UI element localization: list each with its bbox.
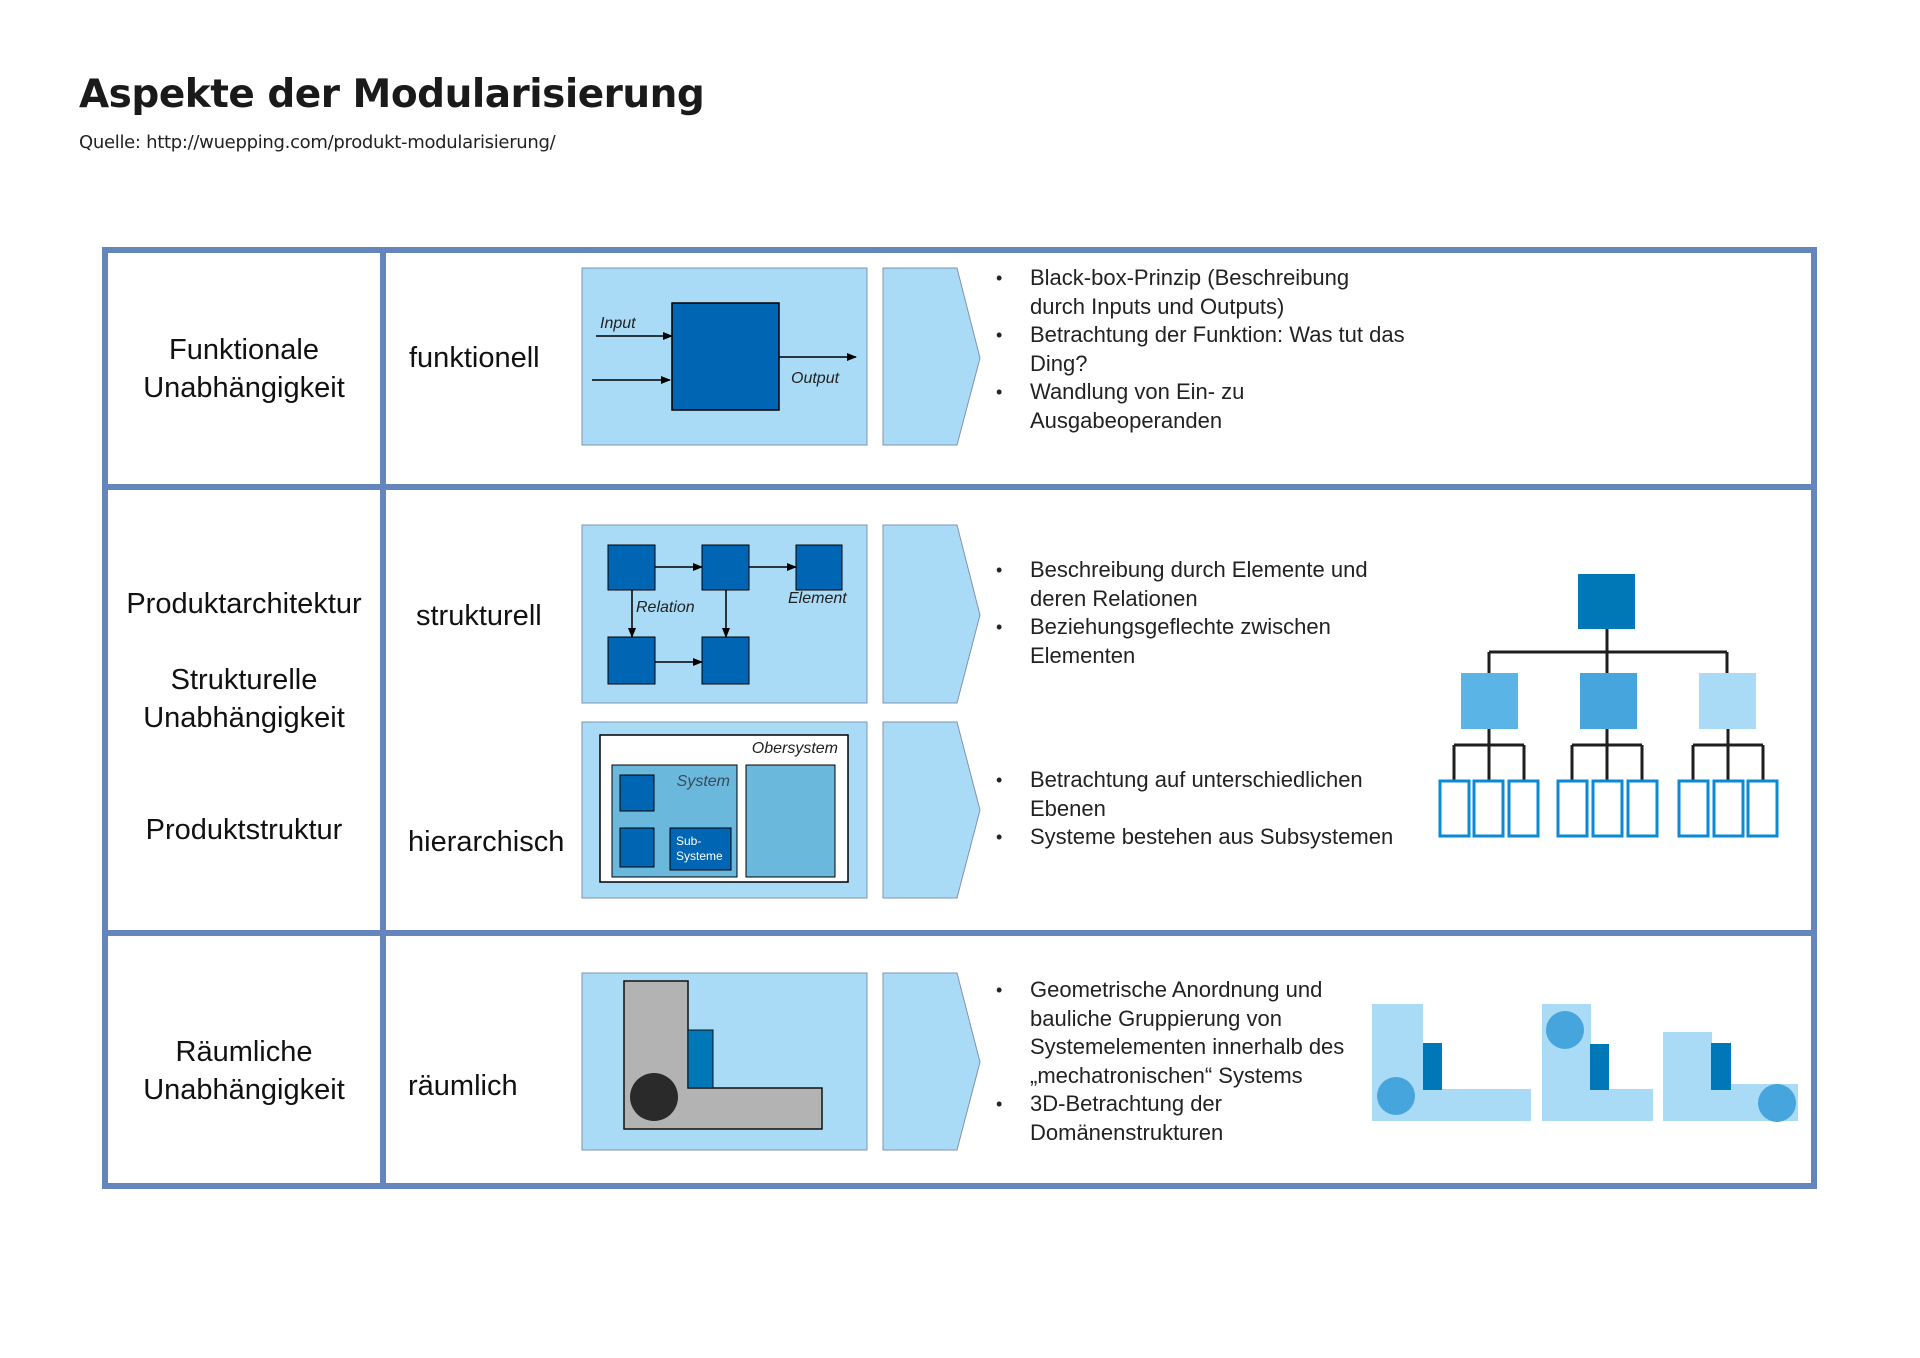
element-block	[701, 544, 750, 591]
component-block	[687, 1029, 714, 1089]
element-label: Element	[788, 590, 847, 607]
subsystem-block	[619, 827, 655, 868]
row-label-product-structure: Produktstruktur	[145, 814, 343, 846]
bullet-item: Black-box-Prinzip (Beschreibung durch In…	[996, 264, 1406, 321]
tree-mid-node	[1461, 673, 1518, 729]
aspect-structural: strukturell	[416, 600, 542, 632]
row-label-spatial: Räumliche Unabhängigkeit	[108, 1033, 380, 1109]
spatial-diagram	[581, 972, 868, 1151]
source-citation: Quelle: http://wuepping.com/produkt-modu…	[79, 132, 556, 153]
relation-label: Relation	[636, 599, 695, 616]
subsystem-block	[619, 774, 655, 812]
black-box	[671, 302, 780, 411]
spatial-variant-icon	[1542, 1004, 1653, 1121]
bullet-item: 3D-Betrachtung der Domänenstrukturen	[996, 1090, 1386, 1147]
hierarchical-bullet-list: Betrachtung auf unterschiedlichen Ebenen…	[996, 766, 1416, 852]
bullet-item: Geometrische Anordnung und bauliche Grup…	[996, 976, 1386, 1090]
aspect-functional: funktionell	[409, 342, 540, 374]
tree-root-node	[1578, 574, 1635, 629]
row-divider-2	[102, 930, 1817, 936]
label-line: Räumliche	[175, 1036, 313, 1068]
column-divider	[380, 247, 386, 1189]
system-label: System	[677, 773, 730, 790]
tree-mid-node	[1580, 673, 1637, 729]
obersystem-label: Obersystem	[752, 740, 838, 757]
element-block	[607, 544, 656, 591]
black-box-diagram: Input Output	[581, 267, 868, 446]
aspect-spatial: räumlich	[408, 1070, 518, 1102]
chevron-arrow-icon	[882, 267, 981, 446]
row-label-structural: Strukturelle Unabhängigkeit	[108, 661, 380, 737]
functional-bullet-list: Black-box-Prinzip (Beschreibung durch In…	[996, 264, 1406, 435]
label-line: Unabhängigkeit	[143, 702, 345, 734]
page-title: Aspekte der Modularisierung	[79, 72, 705, 117]
frame-left-border	[102, 247, 108, 1189]
chevron-arrow-icon	[882, 524, 981, 704]
hierarchy-tree-icon	[1452, 629, 1765, 780]
input-label: Input	[600, 315, 636, 332]
chevron-arrow-icon	[882, 721, 981, 899]
bullet-item: Betrachtung auf unterschiedlichen Ebenen	[996, 766, 1416, 823]
spatial-variant-icon	[1372, 1004, 1531, 1121]
structural-bullet-list: Beschreibung durch Elemente und deren Re…	[996, 556, 1416, 670]
subsystem-label: Sub-	[676, 834, 701, 848]
bullet-item: Beschreibung durch Elemente und deren Re…	[996, 556, 1416, 613]
element-block	[607, 636, 656, 685]
label-line: Unabhängigkeit	[143, 1074, 345, 1106]
output-label: Output	[791, 370, 840, 387]
round-component	[630, 1073, 678, 1121]
spatial-bullet-list: Geometrische Anordnung und bauliche Grup…	[996, 976, 1386, 1147]
label-line: Funktionale	[169, 334, 319, 366]
element-block	[701, 636, 750, 685]
row-label-product-architecture: Produktarchitektur	[126, 588, 362, 620]
row-label-functional: Funktionale Unabhängigkeit	[108, 331, 380, 407]
subsystem-label: Systeme	[676, 849, 723, 863]
subsystem-block	[669, 827, 732, 871]
bullet-item: Beziehungsgeflechte zwischen Elementen	[996, 613, 1416, 670]
hierarchy-system-diagram: Obersystem System Sub- Systeme	[581, 721, 868, 899]
label-line: Strukturelle	[170, 664, 318, 696]
element-block	[795, 544, 843, 591]
bullet-item: Systeme bestehen aus Subsystemen	[996, 823, 1416, 852]
label-line: Unabhängigkeit	[143, 372, 345, 404]
bullet-item: Betrachtung der Funktion: Was tut das Di…	[996, 321, 1406, 378]
frame-top-border	[102, 247, 1817, 253]
aspect-hierarchical: hierarchisch	[408, 826, 565, 858]
spatial-variant-icon	[1663, 1032, 1798, 1122]
frame-right-border	[1811, 247, 1817, 1189]
structure-diagram: Relation Element	[581, 524, 868, 704]
bullet-item: Wandlung von Ein- zu Ausgabeoperanden	[996, 378, 1406, 435]
frame-bottom-border	[102, 1183, 1817, 1189]
chevron-arrow-icon	[882, 972, 981, 1151]
tree-leaf-nodes	[1438, 779, 1779, 838]
tree-mid-node	[1699, 673, 1756, 729]
row-divider-1	[102, 484, 1817, 490]
system-box	[745, 764, 836, 878]
